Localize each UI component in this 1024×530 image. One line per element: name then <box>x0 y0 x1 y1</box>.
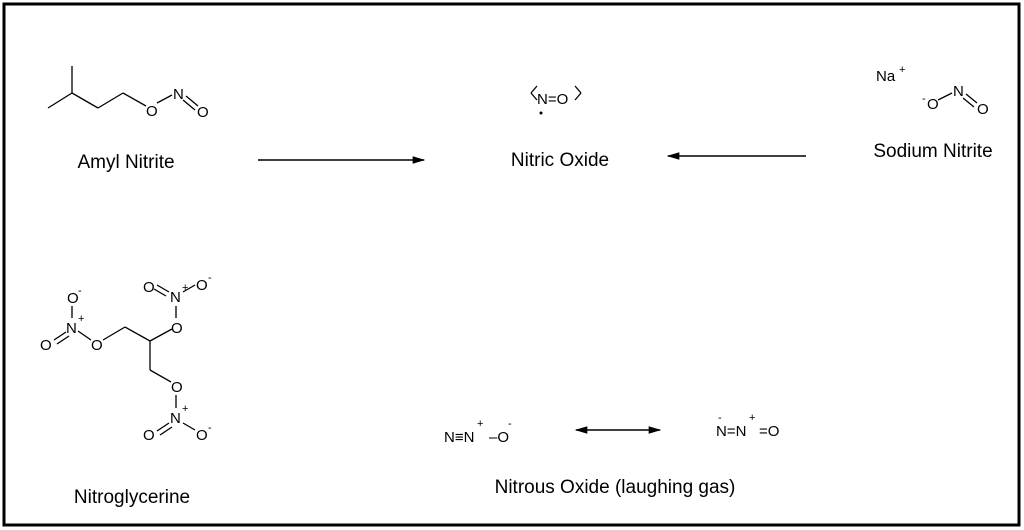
nitrous-oxide-resonance-1: N≡N + –O - <box>444 418 512 446</box>
nitroglycerine-label: Nitroglycerine <box>74 487 190 508</box>
ng-bot-plus: + <box>182 403 188 415</box>
n2o-1-o: –O <box>489 429 509 446</box>
n2o-1-plus: + <box>477 418 483 430</box>
n2o-2-minus: - <box>718 412 722 424</box>
ng-left-o-top: O <box>67 290 79 307</box>
ng-left-o-eq: O <box>40 337 52 354</box>
ng-bot-o-ester: O <box>171 379 183 396</box>
sodium-plus-charge: + <box>899 64 905 76</box>
amyl-o-atom: O <box>146 103 158 120</box>
nitric-oxide-structure: N=O <box>530 85 582 115</box>
nitrous-oxide-label: Nitrous Oxide (laughing gas) <box>495 477 736 498</box>
ng-top-o-minus: O <box>196 277 208 294</box>
ng-bot-minus: - <box>208 422 212 434</box>
ng-top-o-eq: O <box>143 279 155 296</box>
amyl-n-atom: N <box>173 86 184 103</box>
nitroglycerine-structure: O - N + O O O N + O O - O N + O O <box>40 272 212 444</box>
ng-top-n: N <box>170 289 181 306</box>
amyl-o2-atom: O <box>197 104 209 121</box>
ng-bot-n: N <box>170 410 181 427</box>
amyl-nitrite-label: Amyl Nitrite <box>77 152 174 173</box>
sodium-nitrite-structure: Na + - O N O <box>876 64 989 118</box>
n2o-1-minus: - <box>508 418 512 430</box>
sodium-minus-charge: - <box>922 93 926 105</box>
nitric-oxide-label: Nitric Oxide <box>511 150 609 171</box>
sodium-o-atom: O <box>927 96 939 113</box>
sodium-na-atom: Na <box>876 68 896 85</box>
n2o-2-o: =O <box>759 423 779 440</box>
ng-top-minus: - <box>208 272 212 284</box>
ng-left-plus: + <box>78 313 84 325</box>
ng-left-minus: - <box>78 285 82 297</box>
nitrous-oxide-resonance-2: - N=N + =O <box>716 412 779 440</box>
nitric-no-atoms: N=O <box>537 91 568 108</box>
ng-bot-o-minus: O <box>196 427 208 444</box>
ng-bot-o-eq: O <box>143 427 155 444</box>
sodium-o2-atom: O <box>977 101 989 118</box>
n2o-2-nn: N=N <box>716 423 746 440</box>
sodium-nitrite-label: Sodium Nitrite <box>873 141 992 162</box>
ng-left-n: N <box>66 320 77 337</box>
ng-left-o-ester: O <box>91 337 103 354</box>
amyl-nitrite-structure: O N O <box>47 66 209 121</box>
radical-dot <box>539 111 543 115</box>
ng-top-o-ester: O <box>171 320 183 337</box>
n2o-2-plus: + <box>749 412 755 424</box>
n2o-1-nn: N≡N <box>444 429 474 446</box>
ng-top-plus: + <box>182 282 188 294</box>
sodium-n-atom: N <box>953 83 964 100</box>
